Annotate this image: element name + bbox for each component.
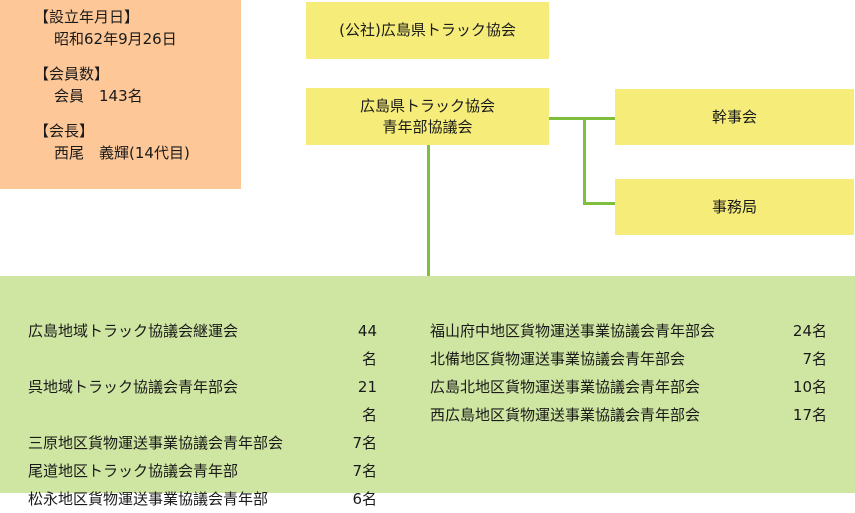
connector-to-secretariat	[583, 202, 615, 205]
list-item: 呉地域トラック協議会青年部会 21名	[28, 373, 377, 429]
branch-name: 三原地区貨物運送事業協議会青年部会	[28, 434, 284, 452]
parent-organization-box: (公社)広島県トラック協会	[306, 2, 549, 59]
regional-branches-panel: 広島地域トラック協議会継運会 44名 呉地域トラック協議会青年部会 21名 三原…	[0, 276, 855, 508]
secretariat-label: 事務局	[711, 197, 757, 216]
chair-label: 【会長】	[34, 122, 95, 140]
established-value: 昭和62年9月26日	[54, 30, 177, 48]
list-item: 尾道地区トラック協議会青年部 7名	[28, 457, 377, 485]
youth-council-box: 広島県トラック協会 青年部協議会	[306, 88, 549, 145]
branch-name: 松永地区貨物運送事業協議会青年部	[28, 490, 269, 508]
established-label: 【設立年月日】	[34, 8, 140, 26]
branch-count: 7名	[352, 434, 377, 452]
branch-count: 10名	[792, 378, 827, 396]
branch-list-left: 広島地域トラック協議会継運会 44名 呉地域トラック協議会青年部会 21名 三原…	[28, 317, 377, 513]
members-value: 会員 143名	[54, 87, 143, 105]
list-item: 広島北地区貨物運送事業協議会青年部会 10名	[430, 373, 827, 401]
members-label: 【会員数】	[34, 65, 110, 83]
branch-name: 西広島地区貨物運送事業協議会青年部会	[430, 406, 701, 424]
connector-vertical-trunk	[583, 117, 586, 205]
branch-name: 呉地域トラック協議会青年部会	[28, 378, 239, 396]
branch-name: 北備地区貨物運送事業協議会青年部会	[430, 350, 686, 368]
branch-name: 福山府中地区貨物運送事業協議会青年部会	[430, 322, 716, 340]
branch-name: 広島北地区貨物運送事業協議会青年部会	[430, 378, 701, 396]
branch-count: 21名	[357, 378, 377, 424]
branch-count: 44名	[357, 322, 377, 368]
parent-organization-label: (公社)広島県トラック協会	[339, 21, 516, 39]
connector-council-horizontal	[549, 117, 615, 120]
association-info-panel: 【設立年月日】 昭和62年9月26日 【会員数】 会員 143名 【会長】 西尾…	[0, 0, 241, 189]
list-item: 北備地区貨物運送事業協議会青年部会 7名	[430, 345, 827, 373]
executive-committee-label: 幹事会	[711, 107, 757, 126]
branch-count: 7名	[352, 462, 377, 480]
list-item: 広島地域トラック協議会継運会 44名	[28, 317, 377, 373]
branch-count: 17名	[792, 406, 827, 424]
branch-count: 24名	[792, 322, 827, 340]
youth-council-label-line2: 青年部協議会	[382, 117, 473, 136]
list-item: 三原地区貨物運送事業協議会青年部会 7名	[28, 429, 377, 457]
list-item: 西広島地区貨物運送事業協議会青年部会 17名	[430, 401, 827, 429]
youth-council-label-line1: 広島県トラック協会	[359, 96, 495, 115]
branch-name: 広島地域トラック協議会継運会	[28, 322, 239, 340]
branch-list-right: 福山府中地区貨物運送事業協議会青年部会 24名 北備地区貨物運送事業協議会青年部…	[430, 317, 827, 429]
connector-council-to-branches	[427, 145, 430, 276]
branch-count: 7名	[802, 350, 827, 368]
branch-count: 6名	[352, 490, 377, 508]
list-item: 福山府中地区貨物運送事業協議会青年部会 24名	[430, 317, 827, 345]
branch-name: 尾道地区トラック協議会青年部	[28, 462, 239, 480]
executive-committee-box: 幹事会	[615, 89, 854, 145]
list-item: 松永地区貨物運送事業協議会青年部 6名	[28, 485, 377, 513]
chair-value: 西尾 義輝(14代目)	[54, 144, 190, 162]
secretariat-box: 事務局	[615, 179, 854, 235]
